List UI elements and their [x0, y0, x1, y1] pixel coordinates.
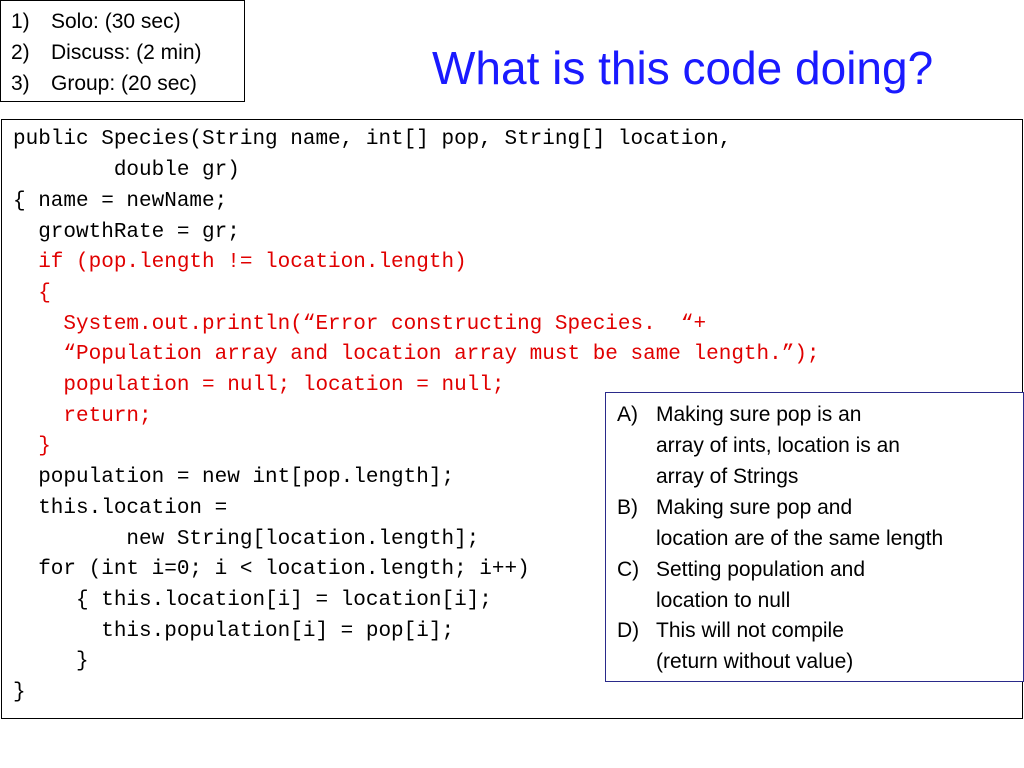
- code-line-highlighted: return;: [13, 405, 152, 428]
- code-line: public Species(String name, int[] pop, S…: [13, 128, 732, 151]
- timing-item-group: 3) Group: (20 sec): [11, 72, 197, 96]
- code-line-highlighted: {: [13, 282, 51, 305]
- code-line: { name = newName;: [13, 190, 228, 213]
- answer-letter-a: A): [617, 403, 638, 426]
- code-line: }: [13, 650, 89, 673]
- code-line: double gr): [13, 159, 240, 182]
- timing-number: 3): [11, 72, 30, 95]
- answer-d-text: This will not compile: [656, 619, 844, 642]
- code-line: new String[location.length];: [13, 528, 480, 551]
- answer-a-text: array of Strings: [656, 465, 799, 488]
- timing-label: Solo: (30 sec): [51, 10, 181, 33]
- slide-title: What is this code doing?: [432, 42, 934, 94]
- answer-letter-d: D): [617, 619, 640, 642]
- timing-item-solo: 1) Solo: (30 sec): [11, 10, 181, 34]
- code-line-highlighted: if (pop.length != location.length): [13, 251, 467, 274]
- code-line-highlighted: System.out.println(“Error constructing S…: [13, 313, 707, 336]
- code-line: population = new int[pop.length];: [13, 466, 455, 489]
- code-line: this.population[i] = pop[i];: [13, 620, 455, 643]
- code-line: }: [13, 681, 26, 704]
- timing-number: 2): [11, 41, 30, 64]
- code-line-highlighted: population = null; location = null;: [13, 374, 505, 397]
- answer-b-text: location are of the same length: [656, 527, 944, 550]
- answer-a-text: Making sure pop is an: [656, 403, 862, 426]
- answer-a-text: array of ints, location is an: [656, 434, 900, 457]
- timing-item-discuss: 2) Discuss: (2 min): [11, 41, 202, 65]
- timing-label: Discuss: (2 min): [51, 41, 202, 64]
- code-line-highlighted: “Population array and location array mus…: [13, 343, 820, 366]
- answer-letter-b: B): [617, 496, 638, 519]
- timing-label: Group: (20 sec): [51, 72, 197, 95]
- answer-d-text: (return without value): [656, 650, 854, 673]
- answer-letter-c: C): [617, 558, 640, 581]
- timing-box: 1) Solo: (30 sec) 2) Discuss: (2 min) 3) Gr…: [0, 0, 245, 102]
- code-line: growthRate = gr;: [13, 221, 240, 244]
- answer-c-text: Setting population and: [656, 558, 866, 581]
- answer-c-text: location to null: [656, 589, 791, 612]
- code-line: for (int i=0; i < location.length; i++): [13, 558, 530, 581]
- code-line: { this.location[i] = location[i];: [13, 589, 492, 612]
- code-line: this.location =: [13, 497, 228, 520]
- timing-number: 1): [11, 10, 30, 33]
- answer-b-text: Making sure pop and: [656, 496, 853, 519]
- answer-choices: A) Making sure pop is an array of ints, …: [605, 392, 1024, 682]
- code-line-highlighted: }: [13, 435, 51, 458]
